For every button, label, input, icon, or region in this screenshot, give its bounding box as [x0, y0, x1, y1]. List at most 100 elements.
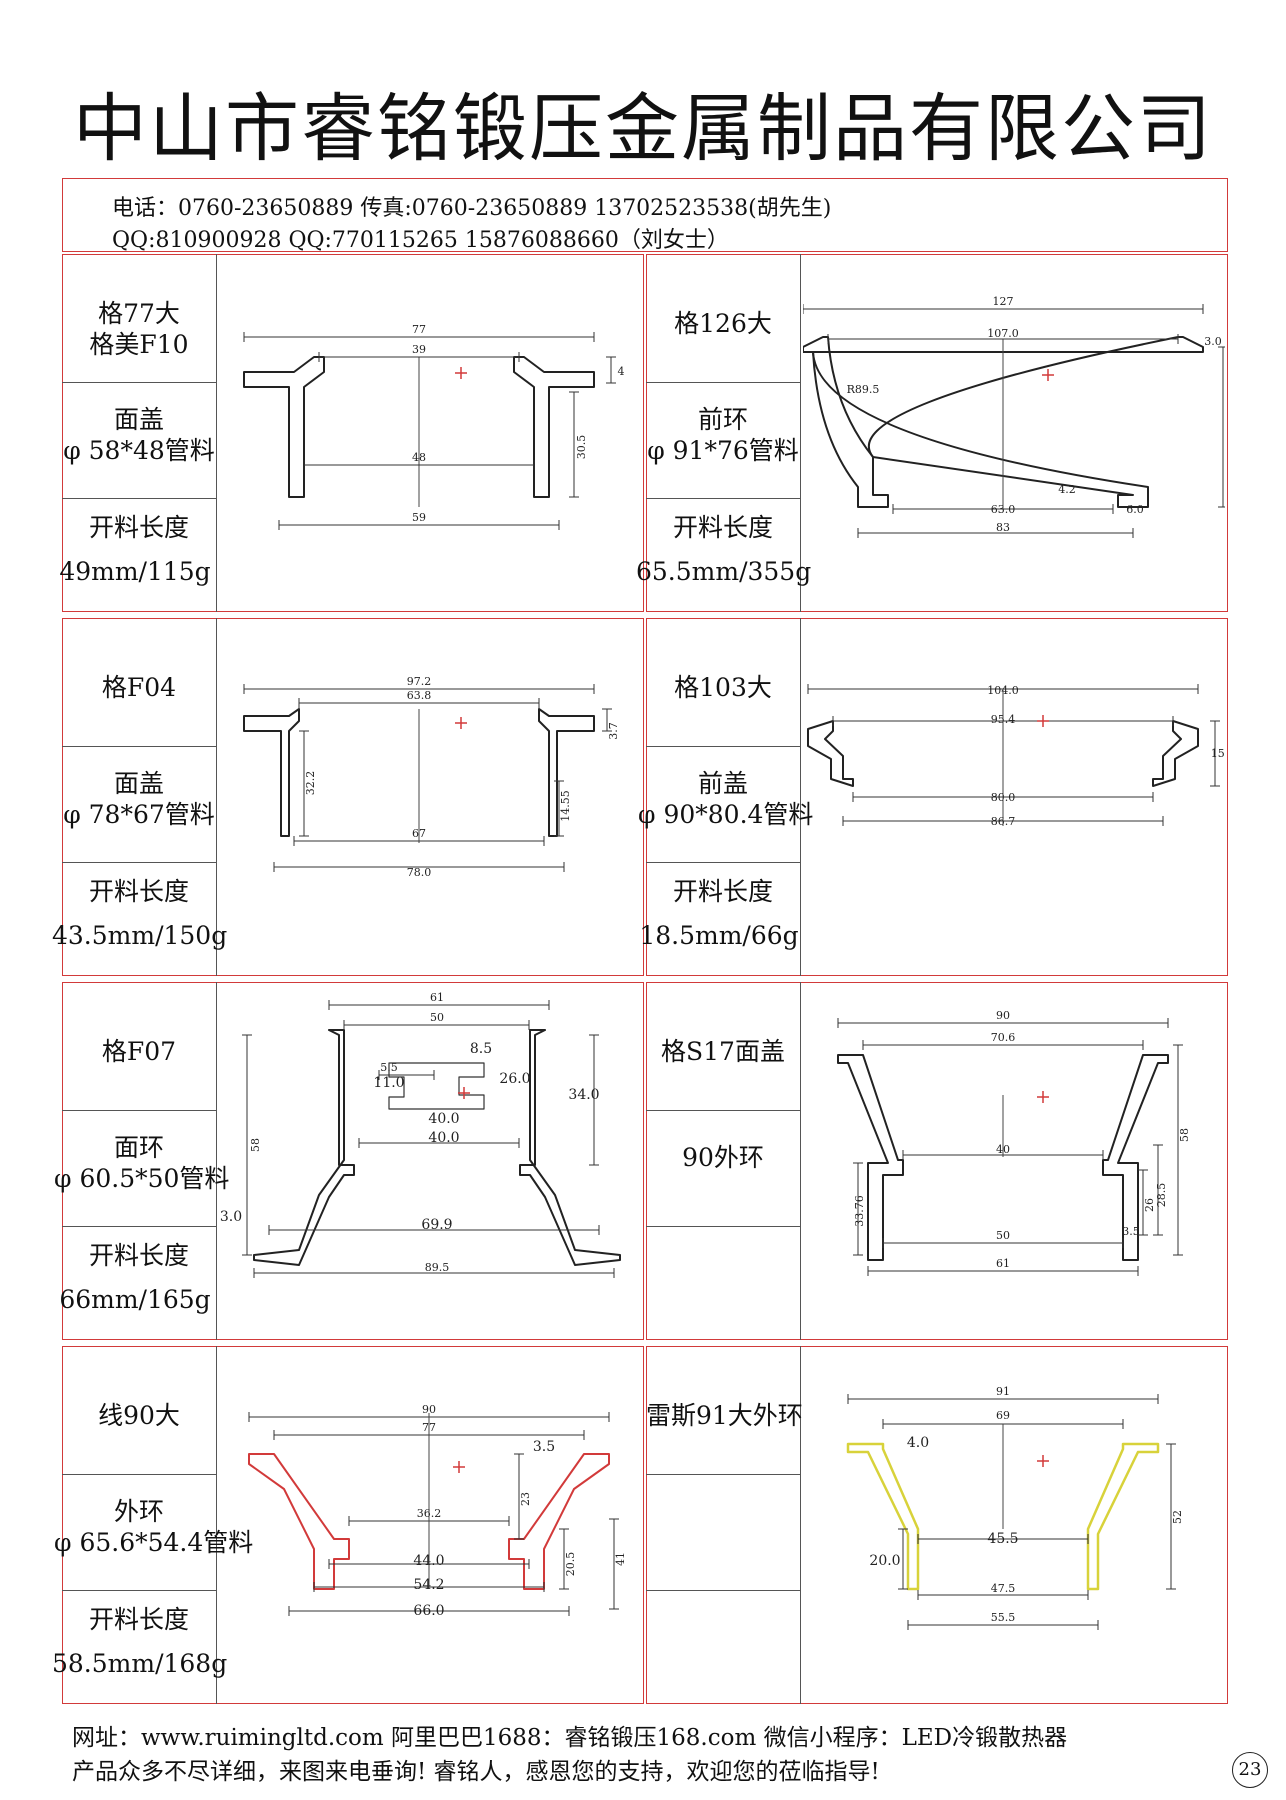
product-panel [646, 1346, 1228, 1704]
center-mark [1037, 1455, 1049, 1467]
cut-length-value: 58.5mm/168g [52, 1649, 228, 1678]
dimension-label: 78.0 [407, 866, 432, 879]
product-name: 雷斯91大外环 [646, 1401, 803, 1430]
dimension-label: 26.0 [499, 1071, 530, 1087]
panel-divider [800, 1346, 801, 1704]
product-type: 面盖 φ 78*67管料 [63, 769, 215, 830]
cell-divider [646, 498, 800, 499]
part-profile [837, 1054, 904, 1261]
dimension-label: 3.0 [1204, 335, 1222, 348]
cell-divider [62, 862, 216, 863]
panel-divider [216, 982, 217, 1340]
dimension-label: 47.5 [991, 1582, 1016, 1595]
dimension-label: 3.7 [607, 722, 620, 740]
center-mark [455, 367, 467, 379]
dimension-label: 26 [1143, 1198, 1156, 1212]
dimension-label: 91 [996, 1385, 1010, 1398]
part-profile [846, 1442, 920, 1591]
part-profile [1152, 720, 1199, 787]
page-number: 23 [1232, 1752, 1268, 1788]
part-profile [513, 356, 595, 498]
part-profile [812, 336, 1204, 508]
part-profile [807, 720, 854, 787]
dimension-label: 127 [993, 295, 1014, 308]
dimension-label: 69 [996, 1409, 1010, 1422]
cell-divider [62, 1474, 216, 1475]
dimension-label: 55.5 [991, 1611, 1016, 1624]
dimension-label: 56 [1223, 420, 1225, 434]
part-profile [248, 1453, 350, 1590]
dimension-label: 39 [412, 343, 426, 356]
dimension-label: 89.5 [425, 1261, 450, 1274]
product-panel [62, 1346, 644, 1704]
cell-divider [646, 1474, 800, 1475]
panel-divider [800, 254, 801, 612]
product-name: 格F07 [101, 1037, 177, 1066]
cell-divider [62, 1110, 216, 1111]
dimension-label: 23 [519, 1492, 532, 1506]
cell-divider [646, 1226, 800, 1227]
part-profile [1086, 1442, 1160, 1591]
cut-length-value: 49mm/115g [59, 557, 211, 586]
dimension-label: 48 [412, 451, 426, 464]
product-name: 格103大 [674, 673, 772, 702]
panel-divider [216, 254, 217, 612]
dimension-label: 97.2 [407, 675, 432, 688]
part-profile [803, 336, 889, 508]
dimension-label: 45.5 [987, 1531, 1018, 1547]
product-panel [62, 982, 644, 1340]
dimension-label: 41 [614, 1552, 627, 1566]
part-profile [243, 708, 300, 837]
contact-box [62, 178, 1228, 252]
dimension-label: 52 [1171, 1510, 1184, 1524]
product-type: 外环 φ 65.6*54.4管料 [54, 1497, 254, 1558]
dimension-label: 33.76 [853, 1195, 866, 1227]
dimension-label: 3.5 [533, 1439, 555, 1455]
dimension-label: 70.6 [991, 1031, 1016, 1044]
dimension-label: 58 [1178, 1128, 1191, 1142]
dimension-label: 30.5 [575, 435, 588, 460]
center-mark [453, 1461, 465, 1473]
part-profile [388, 1062, 485, 1110]
dimension-label: 40.0 [428, 1130, 459, 1146]
dimension-label: 61 [430, 991, 444, 1004]
product-name: 格126大 [674, 309, 772, 338]
cut-length-value: 43.5mm/150g [52, 921, 228, 950]
contact-line-1: 电话：0760-23650889 传真:0760-23650889 137025… [112, 196, 832, 221]
panel-divider [800, 618, 801, 976]
product-name: 格77大 格美F10 [89, 299, 189, 360]
dimension-label: 3.0 [220, 1209, 242, 1225]
product-type: 面盖 φ 58*48管料 [63, 405, 215, 466]
dimension-label: 4 [618, 365, 625, 378]
center-mark [1042, 369, 1054, 381]
cut-length-label: 开料长度 [672, 513, 773, 542]
dimension-label: 14.55 [559, 790, 572, 822]
product-panel [646, 254, 1228, 612]
product-name: 格S17面盖 [661, 1037, 785, 1066]
dimension-label: 20.0 [869, 1553, 900, 1569]
dimension-label: 66.0 [413, 1603, 444, 1619]
center-mark [455, 717, 467, 729]
dimension-label: 58 [249, 1138, 262, 1152]
contact-line-2: QQ:810900928 QQ:770115265 15876088660（刘女… [112, 228, 729, 253]
dimension-label: 63.8 [407, 689, 432, 702]
panel-divider [800, 982, 801, 1340]
dimension-label: 61 [996, 1257, 1010, 1270]
center-mark [458, 1087, 470, 1099]
dimension-label: 77 [412, 323, 426, 336]
cut-length-label: 开料长度 [88, 1241, 189, 1270]
panel-divider [216, 618, 217, 976]
dimension-label: 83 [996, 521, 1010, 534]
dimension-label: 63.0 [991, 503, 1016, 516]
part-profile [253, 1029, 355, 1266]
panel-divider [216, 1346, 217, 1704]
dimension-label: 69.9 [421, 1217, 452, 1233]
center-mark [1037, 715, 1049, 727]
dimension-label: 90 [422, 1403, 436, 1416]
